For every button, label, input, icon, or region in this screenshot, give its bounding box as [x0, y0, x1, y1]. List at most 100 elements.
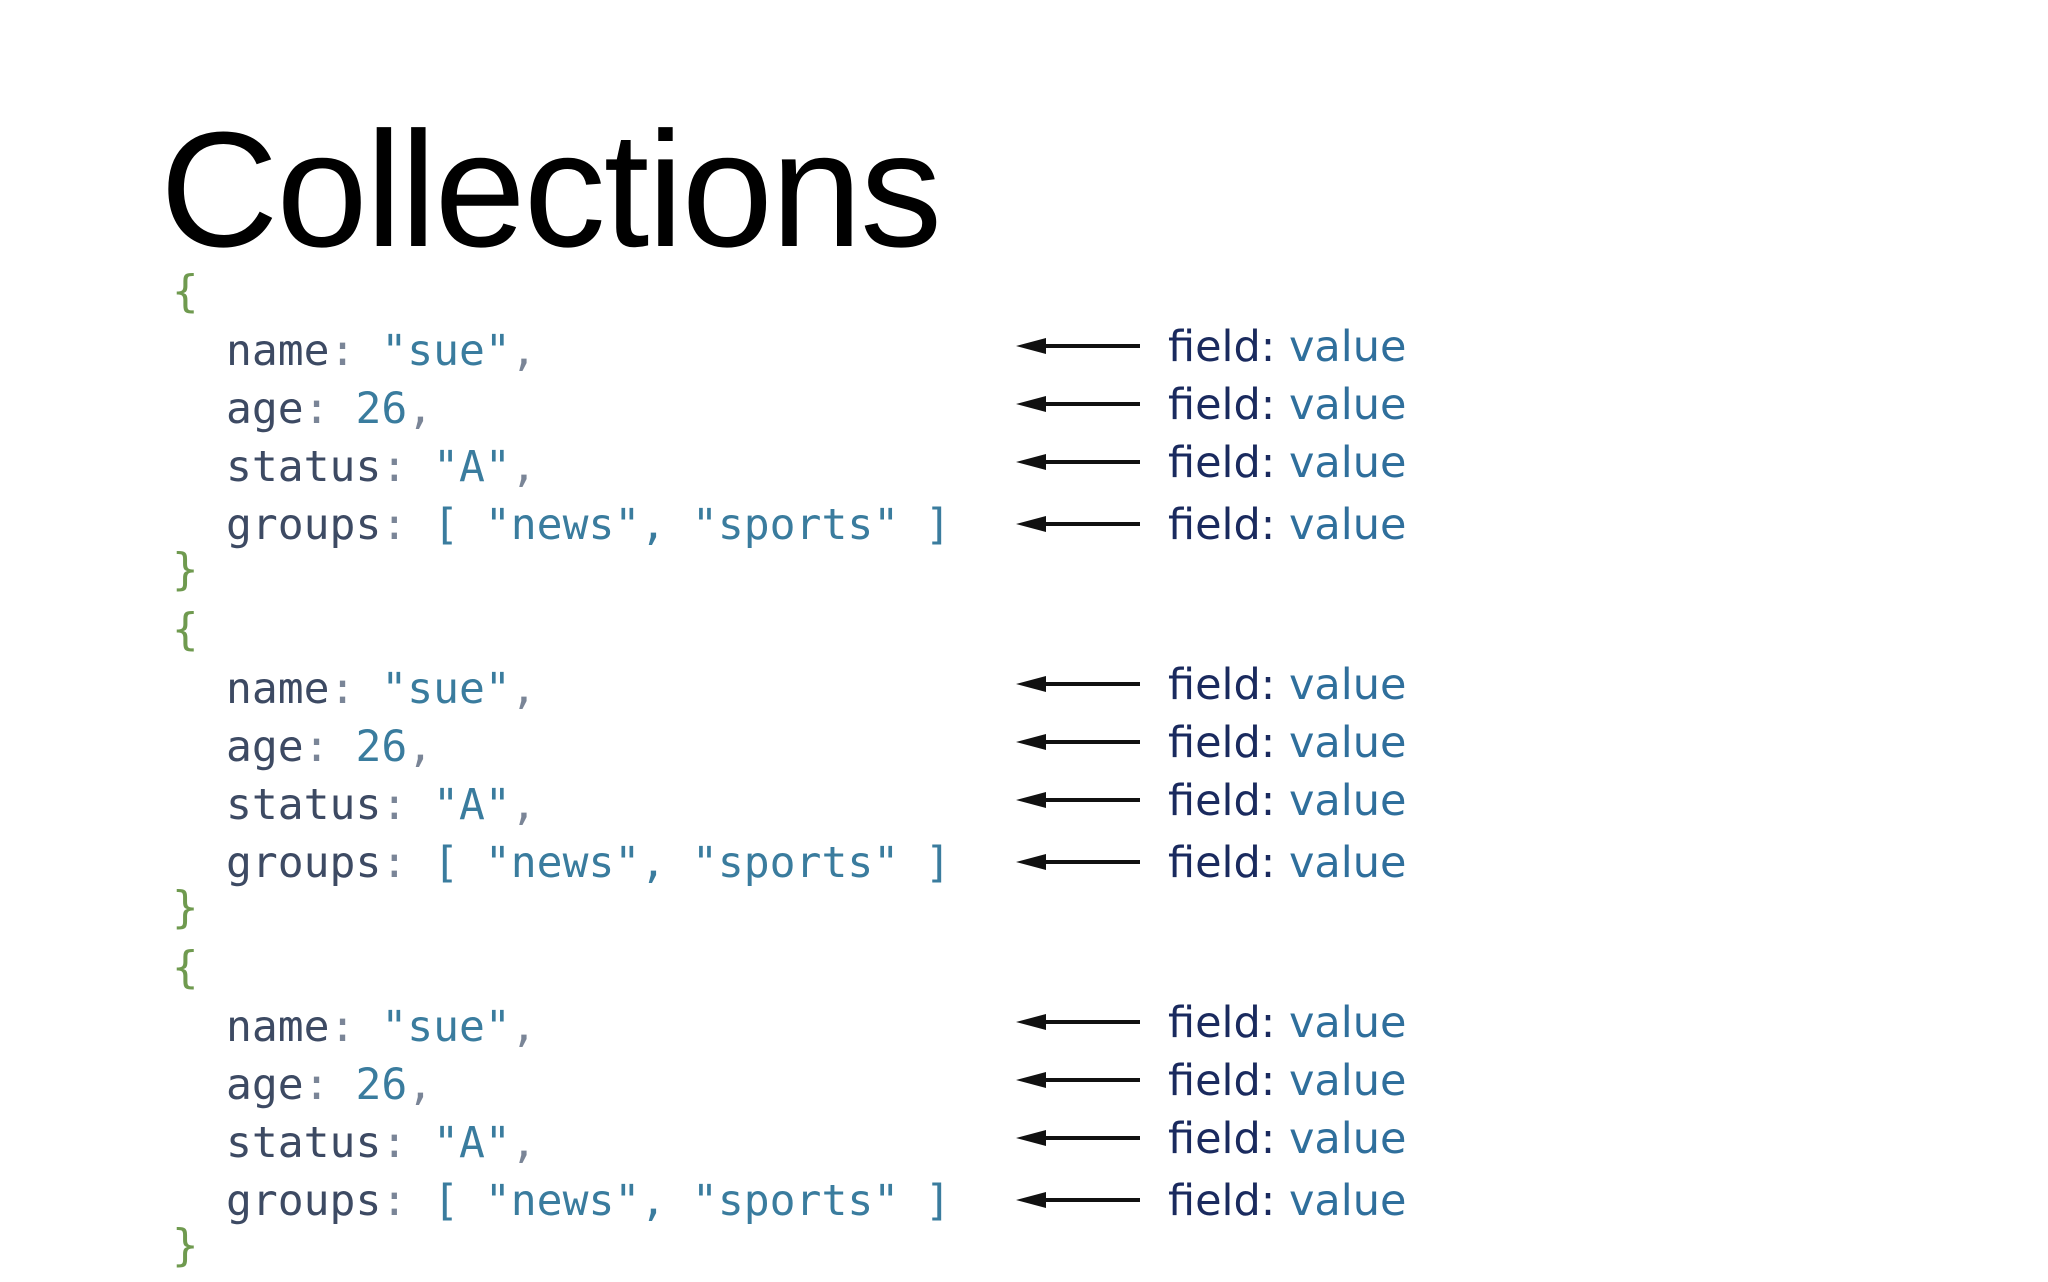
field-key: age — [226, 722, 304, 772]
label-colon: : — [1260, 776, 1276, 826]
field-value: "A" — [433, 442, 511, 492]
label-field: field — [1168, 776, 1261, 826]
label-colon: : — [1260, 438, 1276, 488]
arrow-left-icon — [1016, 1130, 1140, 1146]
label-value: value — [1275, 1176, 1407, 1226]
label-value: value — [1275, 1056, 1407, 1106]
field-value-label: field: value — [1168, 664, 1406, 707]
arrow-left-icon — [1016, 854, 1140, 870]
arrow-left-icon — [1016, 1014, 1140, 1030]
field-key: name — [226, 1002, 330, 1052]
label-colon: : — [1260, 838, 1276, 888]
field-value: 26 — [355, 384, 408, 434]
label-colon: : — [1260, 998, 1276, 1048]
open-brace: { — [172, 266, 199, 317]
label-colon: : — [1260, 380, 1276, 430]
comma: , — [510, 442, 537, 492]
field-value: "sue" — [381, 326, 511, 376]
field-value-label: field: value — [1168, 1180, 1406, 1223]
field-value-label: field: value — [1168, 504, 1406, 547]
field-value-label: field: value — [1168, 1118, 1406, 1161]
label-field: field — [1168, 380, 1261, 430]
label-value: value — [1275, 380, 1407, 430]
field-value: "sue" — [381, 664, 511, 714]
field-key: status — [226, 442, 382, 492]
arrow-left-icon — [1016, 676, 1140, 692]
label-field: field — [1168, 1176, 1261, 1226]
label-colon: : — [1260, 1056, 1276, 1106]
open-brace: { — [172, 604, 199, 655]
code-line-status: status: "A", — [226, 446, 537, 489]
comma: , — [510, 326, 537, 376]
field-value-label: field: value — [1168, 780, 1406, 823]
separator: : — [381, 780, 434, 830]
label-value: value — [1275, 998, 1407, 1048]
field-value-label: field: value — [1168, 842, 1406, 885]
comma: , — [510, 664, 537, 714]
separator: : — [303, 1060, 356, 1110]
document-block: { name: "sue", age: 26, status: "A", gro… — [0, 944, 2048, 1282]
separator: : — [381, 442, 434, 492]
code-line-name: name: "sue", — [226, 1006, 537, 1049]
field-value-label: field: value — [1168, 1002, 1406, 1045]
label-value: value — [1275, 438, 1407, 488]
arrow-left-icon — [1016, 454, 1140, 470]
close-brace: } — [172, 1220, 199, 1271]
label-value: value — [1275, 776, 1407, 826]
open-brace: { — [172, 942, 199, 993]
label-field: field — [1168, 660, 1261, 710]
comma: , — [510, 780, 537, 830]
label-field: field — [1168, 1056, 1261, 1106]
field-key: name — [226, 664, 330, 714]
field-value: "sue" — [381, 1002, 511, 1052]
field-value: "A" — [433, 780, 511, 830]
arrow-left-icon — [1016, 516, 1140, 532]
label-field: field — [1168, 500, 1261, 550]
close-brace: } — [172, 544, 199, 595]
label-field: field — [1168, 438, 1261, 488]
code-line-age: age: 26, — [226, 726, 433, 769]
code-line-name: name: "sue", — [226, 330, 537, 373]
label-colon: : — [1260, 1114, 1276, 1164]
field-key: groups — [226, 500, 382, 550]
label-colon: : — [1260, 718, 1276, 768]
code-line-groups: groups: [ "news", "sports" ] — [226, 1180, 951, 1223]
label-field: field — [1168, 322, 1261, 372]
field-value-label: field: value — [1168, 442, 1406, 485]
label-field: field — [1168, 1114, 1261, 1164]
separator: : — [303, 722, 356, 772]
separator: : — [329, 664, 382, 714]
separator: : — [381, 1118, 434, 1168]
label-field: field — [1168, 838, 1261, 888]
document-block: { name: "sue", age: 26, status: "A", gro… — [0, 606, 2048, 944]
document-block: { name: "sue", age: 26, status: "A", gro… — [0, 268, 2048, 606]
field-value-label: field: value — [1168, 722, 1406, 765]
label-field: field — [1168, 998, 1261, 1048]
code-line-groups: groups: [ "news", "sports" ] — [226, 842, 951, 885]
field-value-label: field: value — [1168, 384, 1406, 427]
slide-title: Collections — [160, 98, 942, 281]
separator: : — [329, 1002, 382, 1052]
field-value-label: field: value — [1168, 1060, 1406, 1103]
field-key: groups — [226, 1176, 382, 1226]
field-value: [ "news", "sports" ] — [433, 1176, 951, 1226]
arrow-left-icon — [1016, 792, 1140, 808]
label-colon: : — [1260, 500, 1276, 550]
label-value: value — [1275, 1114, 1407, 1164]
separator: : — [303, 384, 356, 434]
code-line-age: age: 26, — [226, 1064, 433, 1107]
field-value: "A" — [433, 1118, 511, 1168]
field-key: status — [226, 1118, 382, 1168]
field-key: name — [226, 326, 330, 376]
label-value: value — [1275, 500, 1407, 550]
field-key: status — [226, 780, 382, 830]
field-value: [ "news", "sports" ] — [433, 838, 951, 888]
arrow-left-icon — [1016, 396, 1140, 412]
code-line-name: name: "sue", — [226, 668, 537, 711]
field-key: age — [226, 1060, 304, 1110]
comma: , — [510, 1002, 537, 1052]
label-value: value — [1275, 322, 1407, 372]
label-colon: : — [1260, 322, 1276, 372]
arrow-left-icon — [1016, 1192, 1140, 1208]
